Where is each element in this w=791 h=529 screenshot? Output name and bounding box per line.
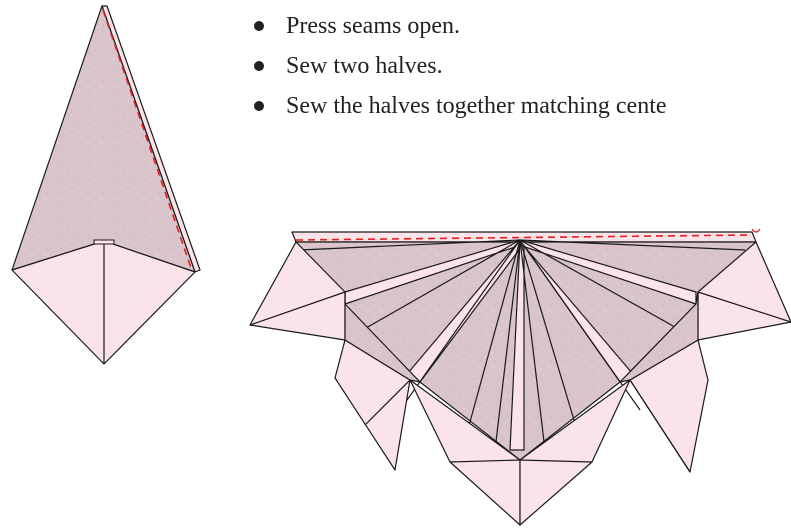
stitching-line-top [295,234,751,241]
fan-points [249,241,791,526]
radial-seams [299,239,746,451]
dark-fabric-wedge [11,5,196,273]
instruction-item: Sew two halves. [250,46,667,86]
stitching-line [102,9,192,269]
rim-wedges [344,291,699,383]
instruction-item: Sew the halves together matching cente [250,86,667,126]
bullet-icon [254,21,264,31]
seam-tab [93,239,115,245]
instruction-list: Press seams open. Sew two halves. Sew th… [250,6,667,126]
bullet-icon [254,101,264,111]
bullet-icon [254,61,264,71]
thread-knot [751,228,761,233]
assembled-fan [249,228,791,526]
single-wedge-unit [11,5,201,365]
instruction-item: Press seams open. [250,6,667,46]
